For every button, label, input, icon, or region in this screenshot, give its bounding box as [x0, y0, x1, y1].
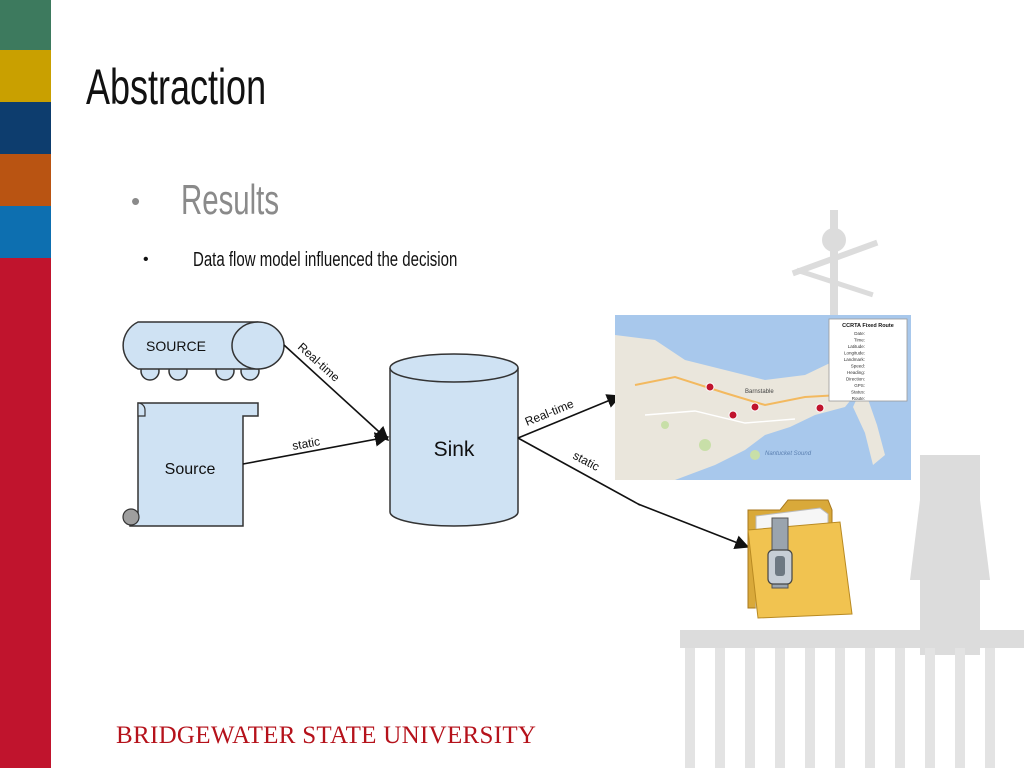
- realtime-output-arrow: [517, 394, 622, 439]
- lighthouse-watermark-icon: [680, 210, 1024, 768]
- data-flow-diagram: SOURCE Source Sink Real-time static Real…: [122, 321, 640, 527]
- stripe-blue: [0, 206, 51, 258]
- source-document-shape: [122, 402, 259, 527]
- bullet-level2-text: Data flow model influenced the decision: [193, 249, 458, 271]
- map-info-row: Latitude:: [848, 344, 865, 349]
- sink-cylinder-shape: [389, 353, 519, 527]
- bullet-level1-text: Results: [181, 176, 280, 223]
- map-marker-icon: [705, 382, 715, 392]
- stripe-gold: [0, 50, 51, 102]
- static-output-arrow: [517, 437, 640, 506]
- map-info-row: Time:: [854, 338, 865, 343]
- static-output-arrow-tail: [638, 503, 750, 549]
- map-info-row: Landmark:: [844, 357, 865, 362]
- map-info-panel-title: CCRTA Fixed Route: [842, 323, 894, 329]
- map-place-label: Nantucket Sound: [765, 451, 812, 457]
- source-database-shape: [122, 321, 285, 381]
- map-info-row: Longitude:: [844, 351, 865, 356]
- realtime-map-image: Barnstable Nantucket Sound CCRTA Fixed R…: [615, 315, 911, 480]
- map-info-row: Date:: [854, 331, 865, 336]
- map-info-row: Direction:: [846, 377, 865, 382]
- map-info-row: Status:: [851, 390, 865, 395]
- realtime-output-label: Real-time: [523, 396, 576, 428]
- bullet-dot-icon: •: [143, 251, 149, 268]
- source-database-label: SOURCE: [146, 338, 206, 354]
- source-document-label: Source: [165, 461, 216, 478]
- static-input-label: static: [291, 434, 321, 453]
- map-place-label: Barnstable: [745, 389, 774, 395]
- stripe-orange: [0, 154, 51, 206]
- stripe-green: [0, 0, 51, 50]
- map-marker-icon: [728, 410, 738, 420]
- map-info-row: GPS:: [854, 383, 865, 388]
- footer-university-logo: BRIDGEWATER STATE UNIVERSITY: [116, 722, 537, 749]
- map-info-row: Heading:: [847, 370, 865, 375]
- map-info-row: Speed:: [851, 364, 865, 369]
- stripe-red: [0, 258, 51, 768]
- zip-folder-icon: [747, 499, 853, 619]
- static-input-arrow: [242, 432, 390, 465]
- map-marker-icon: [750, 402, 760, 412]
- map-marker-icon: [815, 403, 825, 413]
- map-info-row: Route:: [852, 396, 865, 401]
- stripe-navy: [0, 102, 51, 154]
- sink-label: Sink: [434, 438, 475, 461]
- slide-title: Abstraction: [86, 59, 267, 115]
- bullet-dot-icon: •: [131, 186, 141, 216]
- realtime-input-arrow: [283, 344, 390, 441]
